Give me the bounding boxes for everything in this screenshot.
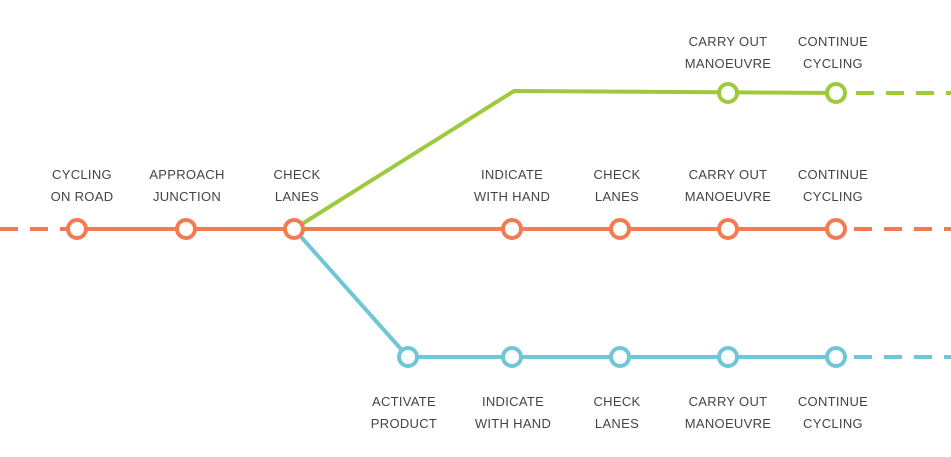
stop-label: ACTIVATE PRODUCT [339,391,469,435]
stop-label-line: APPROACH [149,167,225,182]
stop-label-line: CYCLING [803,56,863,71]
stop-label-line: ACTIVATE [371,394,437,409]
stop-label-line: CYCLING [52,167,112,182]
stop-label-line: CARRY OUT [688,394,768,409]
stop-marker [609,218,631,240]
stop-label: APPROACH JUNCTION [122,164,252,208]
stop-marker [609,346,631,368]
stop-label-line: MANOEUVRE [684,416,772,431]
stop-label: CHECK LANES [232,164,362,208]
stop-label: INDICATE WITH HAND [448,391,578,435]
stop-marker [825,346,847,368]
stop-label: CONTINUE CYCLING [768,391,898,435]
stop-label-line: CONTINUE [797,394,869,409]
stop-label: CARRY OUT MANOEUVRE [663,164,793,208]
upper-route [292,89,951,231]
upper-route-line [292,89,839,231]
stop-label-line: LANES [594,189,640,204]
stop-marker [397,346,419,368]
stop-label: CARRY OUT MANOEUVRE [663,31,793,75]
stop-label: CONTINUE CYCLING [768,164,898,208]
stop-marker [717,218,739,240]
stop-label-line: ON ROAD [50,189,114,204]
stop-marker [825,82,847,104]
stop-label-line: PRODUCT [370,416,438,431]
stop-label: INDICATE WITH HAND [447,164,577,208]
stop-label-line: CARRY OUT [688,34,768,49]
stop-label-line: LANES [594,416,640,431]
stop-label-line: INDICATE [481,394,545,409]
stop-marker [717,346,739,368]
lower-route-line [292,227,836,359]
stop-label: CHECK LANES [552,391,682,435]
stop-label-line: LANES [274,189,320,204]
stop-label-line: CARRY OUT [688,167,768,182]
stop-label-line: CYCLING [803,416,863,431]
lower-stops [397,346,847,368]
stop-marker [825,218,847,240]
stop-label-line: WITH HAND [473,189,551,204]
upper-stops [717,82,847,104]
stop-marker [501,218,523,240]
stop-label-line: MANOEUVRE [684,189,772,204]
stop-marker [66,218,88,240]
stop-label-line: CHECK [593,167,641,182]
stop-marker [717,82,739,104]
stop-label-line: INDICATE [480,167,544,182]
stop-label-line: JUNCTION [152,189,222,204]
stop-label: CARRY OUT MANOEUVRE [663,391,793,435]
stop-label-line: CONTINUE [797,167,869,182]
stop-marker [175,218,197,240]
stop-label-line: MANOEUVRE [684,56,772,71]
stop-label-line: CONTINUE [797,34,869,49]
stop-label-line: WITH HAND [474,416,552,431]
stop-marker [283,218,305,240]
stop-label-line: CYCLING [803,189,863,204]
lower-route [292,227,951,359]
stop-label: CONTINUE CYCLING [768,31,898,75]
stop-label: CYCLING ON ROAD [17,164,147,208]
stop-label-line: CHECK [273,167,321,182]
stop-marker [501,346,523,368]
stop-label: CHECK LANES [552,164,682,208]
main-stops [66,218,847,240]
stop-label-line: CHECK [593,394,641,409]
